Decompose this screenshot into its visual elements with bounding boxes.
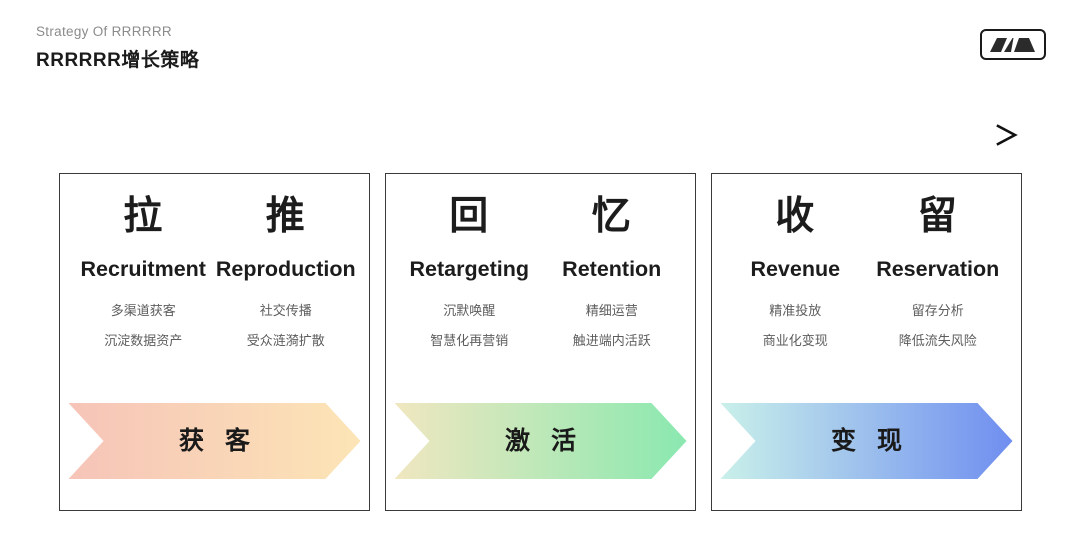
subpoint-text: 商业化变现 xyxy=(762,333,828,349)
subpoint-cell: 降低流失风险 xyxy=(867,331,1010,351)
column-reservation-en: Reservation xyxy=(867,257,1010,282)
glyph-character: 拉 xyxy=(123,195,164,238)
subpoint-cell: 触进端内活跃 xyxy=(541,331,684,351)
stage-banner-label: 获 客 xyxy=(179,426,257,455)
stage-banner-monetization[interactable]: 变 现 xyxy=(720,403,1013,479)
subpoint-text: 社交传播 xyxy=(259,302,312,318)
subpoint-text: 精准投放 xyxy=(769,302,822,318)
subpoint-cell: 沉淀数据资产 xyxy=(72,331,215,351)
banner-slot: 获 客 xyxy=(60,403,369,479)
subpoint-text: 多渠道获客 xyxy=(110,302,176,318)
subpoint-text: 智慧化再营销 xyxy=(430,333,509,349)
stage-banner-acquisition[interactable]: 获 客 xyxy=(68,403,361,479)
english-label: Retargeting xyxy=(409,257,529,281)
subpoint-row-1: 精准投放 留存分析 xyxy=(712,301,1021,321)
subpoint-cell: 受众涟漪扩散 xyxy=(215,331,358,351)
stage-banner-activation[interactable]: 激 活 xyxy=(394,403,687,479)
subpoint-text: 沉默唤醒 xyxy=(443,302,496,318)
subpoint-cell: 沉默唤醒 xyxy=(398,301,541,321)
glyph-row: 拉 推 xyxy=(60,197,369,236)
page-header: Strategy Of RRRRRR RRRRRR增长策略 xyxy=(36,22,636,75)
subpoint-row-2: 沉淀数据资产 受众涟漪扩散 xyxy=(60,331,369,351)
subpoint-text: 触进端内活跃 xyxy=(572,333,651,349)
strategy-cards-row: 拉 推 Recruitment Reproduction 多渠道获客 社交传播 xyxy=(59,173,1022,511)
column-reservation: 留 xyxy=(867,197,1010,236)
column-revenue-en: Revenue xyxy=(724,257,867,282)
column-retargeting: 回 xyxy=(398,197,541,236)
subpoint-text: 降低流失风险 xyxy=(898,333,977,349)
english-label: Recruitment xyxy=(80,257,206,281)
subpoint-text: 留存分析 xyxy=(911,302,964,318)
subpoint-cell: 精准投放 xyxy=(724,301,867,321)
glyph-character: 回 xyxy=(449,195,490,238)
column-recruitment-en: Recruitment xyxy=(72,257,215,282)
english-label: Revenue xyxy=(750,257,841,281)
glyph-row: 收 留 xyxy=(712,197,1021,236)
subpoint-text: 受众涟漪扩散 xyxy=(246,333,325,349)
english-label: Reservation xyxy=(876,257,1000,281)
timeline-arrow xyxy=(58,124,1020,146)
subpoint-cell: 社交传播 xyxy=(215,301,358,321)
english-label: Retention xyxy=(562,257,662,281)
glyph-character: 收 xyxy=(775,195,816,238)
subpoint-row-2: 商业化变现 降低流失风险 xyxy=(712,331,1021,351)
column-retention-en: Retention xyxy=(541,257,684,282)
glyph-character: 推 xyxy=(265,195,306,238)
english-label: Reproduction xyxy=(215,257,356,281)
column-recruitment: 拉 xyxy=(72,197,215,236)
header-eyebrow: Strategy Of RRRRRR xyxy=(36,24,172,39)
subpoint-text: 沉淀数据资产 xyxy=(104,333,183,349)
english-row: Retargeting Retention xyxy=(386,257,695,282)
subpoint-cell: 多渠道获客 xyxy=(72,301,215,321)
glyph-character: 留 xyxy=(917,195,958,238)
mountain-mark-logo-icon xyxy=(980,29,1046,60)
subpoint-row-1: 多渠道获客 社交传播 xyxy=(60,301,369,321)
column-retention: 忆 xyxy=(541,197,684,236)
stage-banner-label: 变 现 xyxy=(831,426,909,455)
subpoint-cell: 智慧化再营销 xyxy=(398,331,541,351)
subpoint-text: 精细运营 xyxy=(585,302,638,318)
subpoint-cell: 留存分析 xyxy=(867,301,1010,321)
strategy-card-acquisition[interactable]: 拉 推 Recruitment Reproduction 多渠道获客 社交传播 xyxy=(59,173,370,511)
subpoint-cell: 精细运营 xyxy=(541,301,684,321)
english-row: Recruitment Reproduction xyxy=(60,257,369,282)
glyph-character: 忆 xyxy=(591,195,632,238)
strategy-card-activation[interactable]: 回 忆 Retargeting Retention 沉默唤醒 精细运营 智慧 xyxy=(385,173,696,511)
english-row: Revenue Reservation xyxy=(712,257,1021,282)
banner-slot: 激 活 xyxy=(386,403,695,479)
subpoint-row-2: 智慧化再营销 触进端内活跃 xyxy=(386,331,695,351)
column-retargeting-en: Retargeting xyxy=(398,257,541,282)
glyph-row: 回 忆 xyxy=(386,197,695,236)
page-title: RRRRRR增长策略 xyxy=(36,50,200,72)
stage-banner-label: 激 活 xyxy=(505,426,583,455)
column-reproduction-en: Reproduction xyxy=(215,257,358,282)
column-reproduction: 推 xyxy=(215,197,358,236)
column-revenue: 收 xyxy=(724,197,867,236)
strategy-card-monetization[interactable]: 收 留 Revenue Reservation 精准投放 留存分析 商业化变 xyxy=(711,173,1022,511)
banner-slot: 变 现 xyxy=(712,403,1021,479)
subpoint-cell: 商业化变现 xyxy=(724,331,867,351)
subpoint-row-1: 沉默唤醒 精细运营 xyxy=(386,301,695,321)
